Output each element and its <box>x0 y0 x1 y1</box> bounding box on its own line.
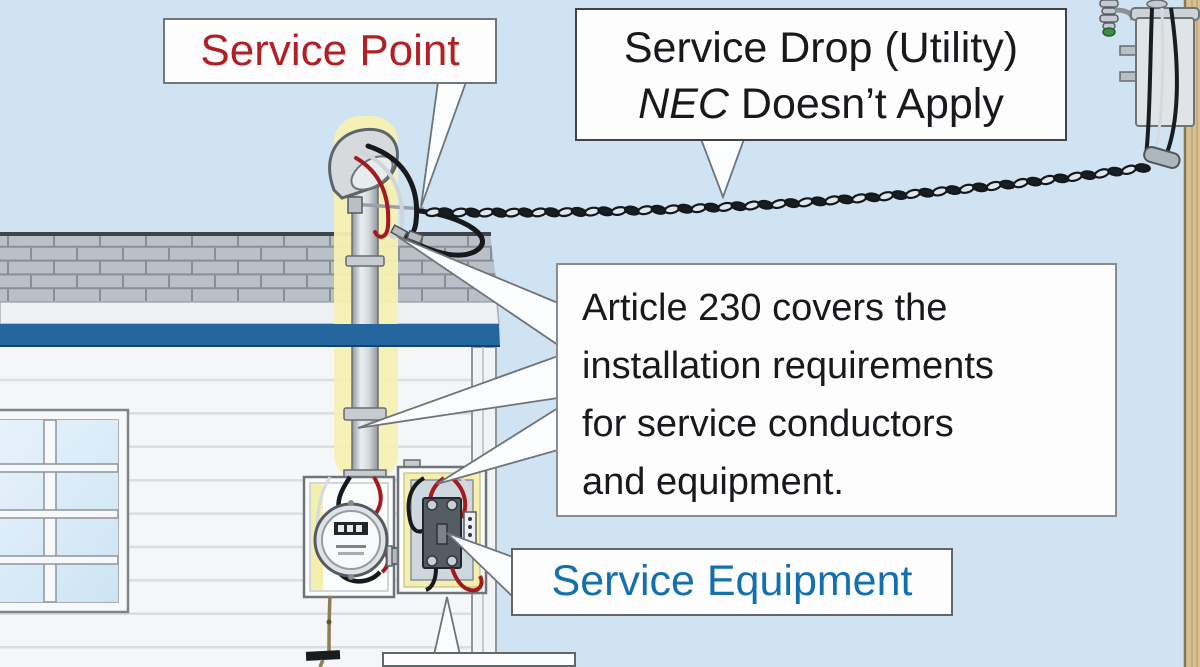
electric-meter-icon <box>302 469 396 599</box>
cutoff-callout-box <box>382 652 576 667</box>
service-equipment-callout: Service Equipment <box>511 548 953 616</box>
fascia-band <box>0 324 500 347</box>
service-point-pointer <box>420 81 468 208</box>
house-window-icon <box>0 408 130 614</box>
article-230-line: installation requirements <box>582 345 994 387</box>
nec-italic: NEC <box>638 80 729 128</box>
transformer-bushing-icon <box>1099 0 1136 37</box>
ground-wire-icon <box>305 595 341 667</box>
callout-pointers <box>357 81 746 656</box>
pole-transformer-icon <box>1099 0 1200 169</box>
service-drop-callout: Service Drop (Utility) NEC Doesn’t Apply <box>575 8 1067 141</box>
service-equipment-label: Service Equipment <box>551 557 913 605</box>
service-point-label: Service Point <box>200 26 460 75</box>
ground-clamp-icon <box>305 650 341 661</box>
fascia-strip <box>0 301 500 325</box>
service-drop-line1: Service Drop (Utility) <box>623 24 1019 72</box>
article-230-line: and equipment. <box>582 461 844 503</box>
main-breaker-icon <box>422 497 462 569</box>
service-point-callout: Service Point <box>163 18 497 84</box>
service-drop-line2-rest: Doesn’t Apply <box>728 80 1004 128</box>
service-drop-cable-icon <box>424 163 1151 218</box>
service-panel-icon <box>396 459 488 595</box>
article-230-line: for service conductors <box>582 403 954 445</box>
service-drop-line2: NEC Doesn’t Apply <box>577 76 1065 132</box>
article-230-line: Article 230 covers the <box>582 287 948 329</box>
service-drop-pointer <box>699 138 746 200</box>
article-230-callout: Article 230 covers the installation requ… <box>556 263 1117 517</box>
